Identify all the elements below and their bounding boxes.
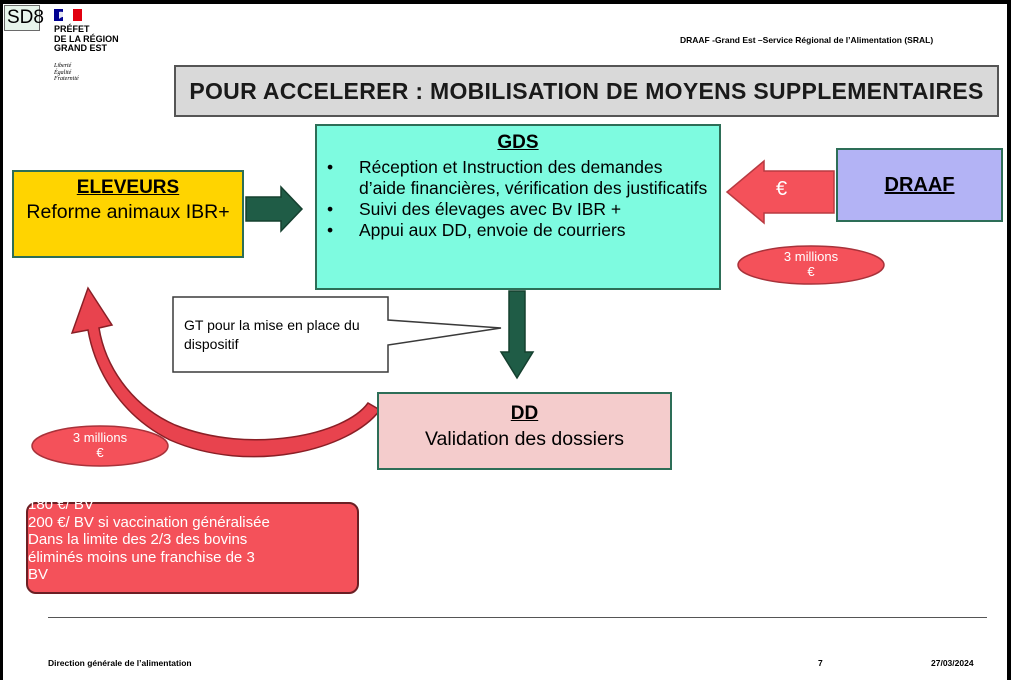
logo-motto-line: Liberté: [54, 63, 72, 69]
draaf-amount-line: 3 millions: [783, 249, 839, 264]
draaf-amount-label: 3 millions €: [738, 246, 884, 284]
aid-line: Dans la limite des 2/3 des bovins: [28, 531, 248, 548]
logo-title: PRÉFET DE LA RÉGION GRAND EST: [54, 24, 119, 54]
eleveurs-text: Reforme animaux IBR+: [26, 201, 230, 223]
aid-box: [26, 502, 359, 594]
draaf-arrow-label: €: [776, 178, 788, 200]
logo-motto-line: Égalité: [54, 69, 72, 76]
logo-motto: Liberté Égalité Fraternité: [54, 63, 79, 83]
callout-shape: [172, 296, 502, 373]
gds-box: GDS Réception et Instruction des demande…: [315, 124, 721, 290]
dd-box: DD Validation des dossiers: [377, 392, 672, 470]
gds-task-item: Réception et Instruction des demandes d’…: [327, 157, 713, 199]
footer-date: 27/03/2024: [931, 658, 974, 668]
draaf-amount-ellipse: [737, 245, 885, 285]
footer-organization: Direction générale de l’alimentation: [48, 658, 192, 668]
aid-line: 200 €/ BV si vaccination généralisée: [28, 513, 270, 531]
logo-title-line: GRAND EST: [54, 43, 108, 53]
gds-task-list: Réception et Instruction des demandes d’…: [327, 157, 713, 241]
aid-line: 180 €/ BV: [28, 496, 94, 513]
arrow-dd-to-eleveurs: [70, 286, 382, 458]
dd-text: Validation des dossiers: [424, 428, 625, 450]
draaf-box: DRAAF: [836, 148, 1003, 222]
slide-title: POUR ACCELERER : MOBILISATION DE MOYENS …: [174, 65, 999, 117]
slide-tag: SD8: [4, 5, 44, 31]
header-service-label: DRAAF -Grand Est –Service Régional de l’…: [680, 35, 934, 45]
arrow-eleveurs-to-gds: [245, 185, 304, 233]
dd-amount-ellipse: [31, 425, 169, 467]
dd-amount-line: €: [96, 445, 104, 460]
footer-divider: [48, 617, 987, 618]
dd-title: DD: [510, 403, 539, 424]
frame-left-border: [0, 0, 3, 680]
logo-title-line: PRÉFET: [54, 24, 90, 34]
dd-amount-label: 3 millions €: [32, 426, 168, 466]
logo-motto-line: Fraternité: [54, 76, 79, 82]
eleveurs-box: ELEVEURS Reforme animaux IBR+: [12, 170, 244, 258]
dd-amount-line: 3 millions: [72, 430, 128, 445]
logo-title-line: DE LA RÉGION: [54, 33, 119, 44]
footer-page-number: 7: [818, 658, 823, 668]
gds-task-item: Suivi des élevages avec Bv IBR +: [327, 199, 713, 220]
gds-task-item: Appui aux DD, envoie de courriers: [327, 220, 713, 241]
gds-title: GDS: [497, 132, 539, 153]
arrow-gds-to-dd: [499, 290, 535, 380]
frame-right-border: [1007, 0, 1011, 680]
callout-text: GT pour la mise en place du dispositif: [184, 317, 360, 352]
arrow-draaf-to-gds: [725, 159, 835, 225]
aid-line: BV: [28, 566, 49, 583]
eleveurs-title: ELEVEURS: [76, 177, 180, 198]
draaf-amount-line: €: [807, 264, 815, 279]
aid-text: 180 €/ BV 200 €/ BV si vaccination génér…: [26, 496, 366, 584]
aid-line: éliminés moins une franchise de 3: [28, 548, 255, 566]
frame-top-border: [0, 0, 1011, 4]
marianne-flag-logo: [54, 9, 82, 21]
